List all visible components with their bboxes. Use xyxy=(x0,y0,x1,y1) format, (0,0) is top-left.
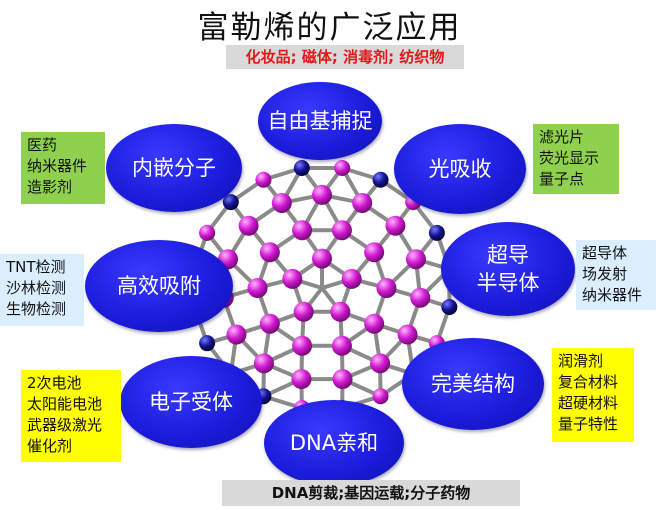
box-line: 超导体 xyxy=(582,244,628,262)
box-line: 沙林检测 xyxy=(6,279,67,297)
atom xyxy=(372,388,389,405)
node-electron-acceptor: 电子受体 xyxy=(120,356,262,448)
atom xyxy=(330,301,351,322)
atom xyxy=(292,220,313,241)
atom xyxy=(370,353,391,374)
atom xyxy=(364,242,385,263)
atom xyxy=(247,278,268,298)
atom xyxy=(259,242,280,263)
node-free-radical: 自由基捕捉 xyxy=(258,82,382,160)
bottom-banner: DNA剪裁;基因运载;分子药物 xyxy=(222,480,520,506)
atom xyxy=(226,324,247,345)
atom xyxy=(441,299,458,316)
atom xyxy=(397,324,418,345)
node-superconductor-line1: 超导 xyxy=(487,243,529,267)
atom xyxy=(222,194,239,211)
node-light-absorption: 光吸收 xyxy=(394,124,526,214)
atom xyxy=(259,313,280,334)
box-line: 纳米器件 xyxy=(582,286,643,304)
atom xyxy=(292,335,313,356)
atom xyxy=(364,313,385,334)
atom xyxy=(376,278,397,298)
box-line: 场发射 xyxy=(582,265,628,283)
atom xyxy=(255,171,272,188)
box-line: 2次电池 xyxy=(27,374,82,392)
box-detection: TNT检测 沙林检测 生物检测 xyxy=(0,254,84,326)
box-line: 造影剂 xyxy=(27,178,73,196)
box-materials: 润滑剂 复合材料 超硬材料 量子特性 xyxy=(552,348,634,442)
node-superconductor-line2: 半导体 xyxy=(476,271,540,295)
atom xyxy=(352,192,373,213)
box-line: 纳米器件 xyxy=(27,157,88,175)
atom xyxy=(293,159,310,176)
box-line: 量子特性 xyxy=(558,415,619,433)
atom xyxy=(199,224,216,241)
atom xyxy=(312,248,332,269)
box-line: 荧光显示 xyxy=(539,149,600,167)
atom xyxy=(271,192,292,213)
box-line: 催化剂 xyxy=(27,437,73,455)
atom xyxy=(428,224,445,241)
atom xyxy=(341,268,362,289)
node-dna-affinity: DNA亲和 xyxy=(264,400,404,486)
atom xyxy=(331,220,352,241)
box-line: 润滑剂 xyxy=(558,352,604,370)
box-line: 复合材料 xyxy=(558,373,619,391)
box-electronics: 超导体 场发射 纳米器件 xyxy=(576,240,656,310)
node-perfect-structure: 完美结构 xyxy=(402,338,544,430)
atom xyxy=(253,353,274,374)
box-line: 超硬材料 xyxy=(558,394,619,412)
atom xyxy=(312,184,332,205)
node-embedded-molecule: 内嵌分子 xyxy=(106,124,242,212)
atom xyxy=(405,249,426,270)
node-adsorption: 高效吸附 xyxy=(85,240,233,332)
atom xyxy=(199,335,216,352)
box-medicine: 医药 纳米器件 造影剂 xyxy=(21,132,105,204)
box-line: 生物检测 xyxy=(6,300,67,318)
box-line: TNT检测 xyxy=(6,258,66,276)
box-energy: 2次电池 太阳能电池 武器级激光 催化剂 xyxy=(21,370,121,462)
top-banner: 化妆品; 磁体; 消毒剂; 纺织物 xyxy=(226,45,464,69)
atom xyxy=(282,268,303,289)
atom xyxy=(238,215,259,236)
node-superconductor: 超导 半导体 xyxy=(441,222,575,316)
atom xyxy=(293,301,314,322)
atom xyxy=(410,287,431,308)
atom xyxy=(372,171,389,188)
box-line: 滤光片 xyxy=(539,128,585,146)
atom xyxy=(332,369,353,390)
box-optics: 滤光片 荧光显示 量子点 xyxy=(533,124,619,194)
box-line: 武器级激光 xyxy=(27,416,103,434)
atom xyxy=(334,159,351,176)
atom xyxy=(385,215,406,236)
page-title: 富勒烯的广泛应用 xyxy=(197,10,462,46)
box-line: 太阳能电池 xyxy=(27,395,103,413)
atom xyxy=(331,335,352,356)
atom xyxy=(291,369,312,390)
box-line: 医药 xyxy=(27,136,58,154)
box-line: 量子点 xyxy=(539,170,585,188)
